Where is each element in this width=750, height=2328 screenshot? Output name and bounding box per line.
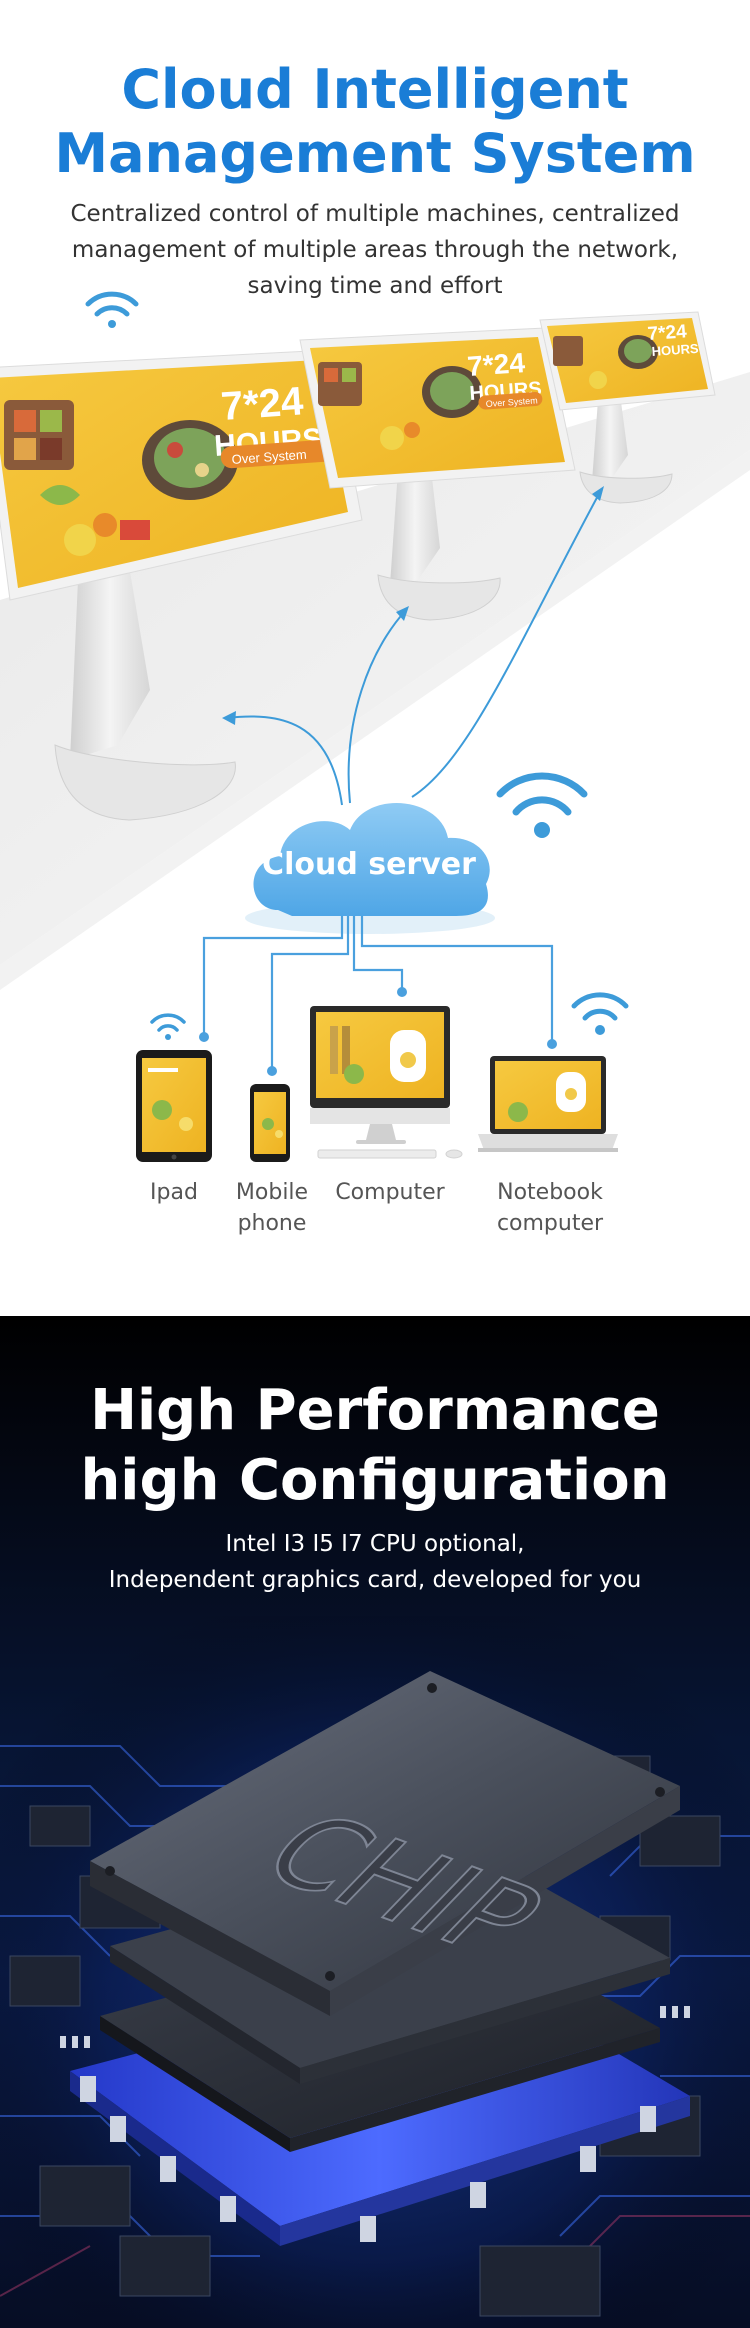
device-label-ipad: Ipad — [134, 1177, 214, 1208]
device-label-line: Notebook — [497, 1180, 603, 1205]
ipad-icon — [136, 1050, 212, 1162]
description-line-1: Intel I3 I5 I7 CPU optional, — [225, 1531, 525, 1557]
kiosk-middle: 7*24 HOURS Over System — [299, 327, 576, 621]
kiosk-middle-big-text: 7*24 — [466, 347, 526, 382]
description-line-2: management of multiple areas through the… — [71, 237, 679, 263]
notebook-computer-icon — [478, 1056, 618, 1152]
cloud-server-label: Cloud server — [262, 847, 476, 882]
device-label-line: Mobile — [235, 1180, 309, 1205]
device-label-line: Computer — [335, 1180, 445, 1205]
description-line-2: Independent graphics card, developed for… — [108, 1567, 642, 1593]
description-line-1: Centralized control of multiple machines… — [70, 201, 680, 227]
device-label-computer: Computer — [328, 1177, 452, 1208]
device-label-line: Ipad — [150, 1180, 198, 1205]
cloud-server-icon — [245, 803, 495, 934]
wifi-icon — [85, 291, 139, 328]
connection-arrows — [225, 491, 601, 806]
floor-band — [0, 372, 750, 965]
title-line-1: High Performance — [90, 1378, 660, 1443]
cloud-section-description: Centralized control of multiple machines… — [60, 196, 690, 304]
performance-section-title: High Performance high Configuration — [0, 1376, 750, 1516]
title-line-2: Management System — [54, 122, 696, 185]
title-line-1: Cloud Intelligent — [121, 58, 629, 121]
kiosk-large-tag-text: Over System — [231, 447, 307, 467]
mobile-phone-icon — [250, 1084, 290, 1162]
network-endpoints — [199, 987, 557, 1076]
cloud-illustration: 7*24 HOURS Over System 7*24 HOURS — [0, 291, 750, 1162]
device-label-notebook-computer: Notebook computer — [480, 1177, 620, 1239]
device-network-lines — [202, 916, 554, 1068]
device-label-line: computer — [496, 1211, 604, 1236]
description-line-3: saving time and effort — [247, 273, 503, 299]
kiosk-middle-tag-text: Over System — [485, 395, 538, 409]
performance-section-description: Intel I3 I5 I7 CPU optional, Independent… — [0, 1526, 750, 1598]
computer-icon — [310, 1006, 463, 1159]
kiosk-small-big-text: 7*24 — [647, 321, 688, 345]
device-label-mobile-phone: Mobile phone — [222, 1177, 322, 1239]
kiosk-small-hours-text: HOURS — [651, 341, 699, 359]
chip-top-layer: CHIP — [90, 1671, 680, 2016]
wifi-icon — [496, 772, 588, 838]
chip-illustration: CHIP — [0, 1616, 750, 2328]
arrow-heads — [222, 486, 604, 725]
wifi-icon — [571, 992, 629, 1035]
kiosk-large: 7*24 HOURS Over System — [0, 349, 363, 821]
kiosk-small: 7*24 HOURS — [539, 311, 716, 504]
wifi-icon — [150, 1013, 186, 1040]
title-line-2: high Configuration — [80, 1448, 670, 1513]
cloud-section-title: Cloud Intelligent Management System — [0, 58, 750, 186]
device-label-line: phone — [237, 1211, 307, 1236]
kiosk-large-big-text: 7*24 — [220, 379, 306, 429]
cloud-management-section: 7*24 HOURS Over System 7*24 HOURS — [0, 58, 750, 1239]
performance-section: CHIP High Performance high Configuration… — [0, 1316, 750, 2328]
